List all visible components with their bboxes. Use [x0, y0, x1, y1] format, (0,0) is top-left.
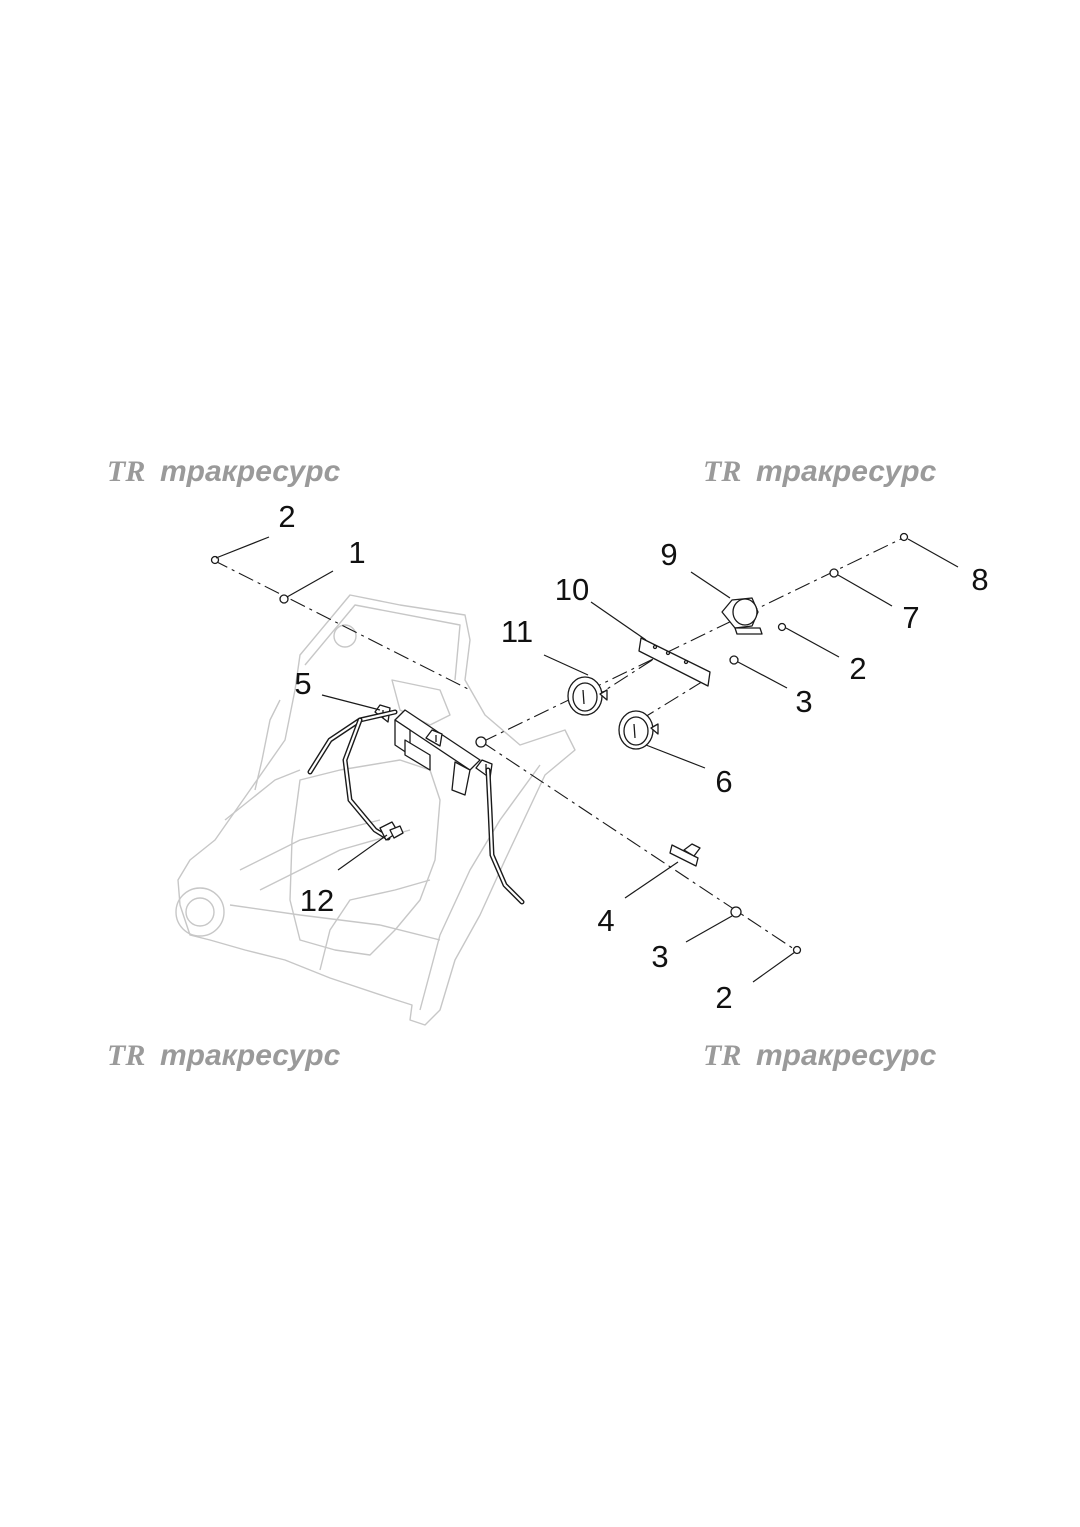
wiring-harness	[307, 709, 525, 905]
horn-11-part	[567, 676, 608, 716]
watermark-text: тракресурс	[756, 455, 937, 488]
callout-number: 3	[795, 684, 812, 719]
mounting-bracket	[374, 704, 493, 796]
horn-6-part	[618, 710, 659, 750]
callout-number: 7	[902, 600, 919, 635]
bolt-part	[792, 945, 802, 955]
axis-lower	[481, 741, 801, 954]
callout-number: 10	[555, 572, 589, 607]
callout-number: 4	[597, 903, 614, 938]
bolt-part	[899, 532, 909, 542]
watermark-text: тракресурс	[160, 455, 341, 488]
axis-horn-6	[639, 679, 706, 721]
washer-part	[279, 594, 289, 604]
watermark-logo: TR	[703, 1039, 741, 1072]
bolt-part	[777, 622, 787, 632]
watermark-text: тракресурс	[756, 1039, 937, 1072]
watermark-logo: TR	[703, 455, 741, 488]
callout-number: 2	[715, 980, 732, 1015]
mounting-plate	[638, 637, 711, 687]
hardware-parts	[210, 532, 909, 955]
leader-lines	[215, 536, 959, 983]
callout-number: 9	[660, 537, 677, 572]
watermark-text: тракресурс	[160, 1039, 341, 1072]
buzzer-part	[721, 597, 763, 635]
callout-number: 3	[651, 939, 668, 974]
callout-number: 6	[715, 764, 732, 799]
callout-number: 12	[300, 883, 334, 918]
washer-part	[729, 655, 739, 665]
connector-part	[669, 843, 701, 867]
axis-main	[481, 536, 906, 743]
frame-ghost-outline	[175, 594, 576, 1026]
callout-number: 2	[849, 651, 866, 686]
sensor-part	[379, 821, 404, 841]
watermark-logo: TR	[107, 455, 145, 488]
watermark-bottom-left: TR тракресурс	[107, 1039, 341, 1072]
callout-number: 1	[348, 535, 365, 570]
callout-number: 5	[294, 666, 311, 701]
watermark-top-left: TR тракресурс	[107, 455, 341, 488]
axis-bolt-1	[212, 559, 471, 691]
callout-number: 11	[501, 614, 533, 649]
watermark-logo: TR	[107, 1039, 145, 1072]
washer-part	[730, 906, 742, 918]
nut-part	[475, 736, 487, 748]
callout-labels: 2 1 9 8 10 7 11 2 5 3 6 12 4 3 2	[278, 499, 988, 1015]
watermark-top-right: TR тракресурс	[703, 455, 937, 488]
washer-part	[829, 568, 839, 578]
callout-number: 2	[278, 499, 295, 534]
callout-number: 8	[971, 562, 988, 597]
watermark-bottom-right: TR тракресурс	[703, 1039, 937, 1072]
